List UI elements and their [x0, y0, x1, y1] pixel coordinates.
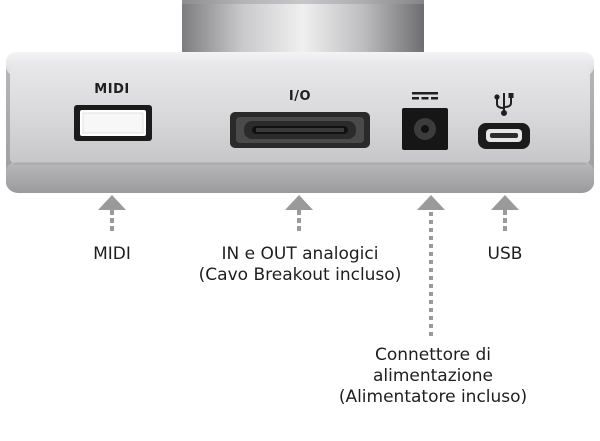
callout-midi: MIDI	[93, 244, 131, 264]
callout-arrows	[98, 195, 519, 336]
volume-knob	[182, 0, 424, 62]
arrow-midi-dash-3	[110, 226, 114, 231]
callout-power-line-3: (Alimentatore incluso)	[338, 387, 528, 407]
callout-usb: USB	[487, 244, 523, 264]
callout-power-line-1: Connettore di	[374, 345, 491, 365]
arrow-io-dash-3	[297, 226, 301, 231]
arrow-io	[285, 195, 313, 210]
io-port	[230, 112, 370, 148]
midi-port-label: MIDI	[94, 82, 130, 97]
arrow-power-dashes	[429, 212, 433, 336]
arrow-midi	[98, 195, 126, 210]
callout-power: Connettore di alimentazione (Alimentator…	[322, 345, 544, 408]
dc-power-symbol-icon	[412, 92, 438, 100]
callout-io-line-1: IN e OUT analogici	[221, 244, 379, 264]
midi-port	[74, 105, 152, 141]
arrow-io-dash-1	[297, 210, 301, 215]
io-port-label: I/O	[288, 89, 312, 104]
arrow-power	[417, 195, 445, 210]
arrow-io-dash-2	[297, 218, 301, 223]
usb-trident-icon	[494, 93, 514, 116]
callout-power-line-2: alimentazione	[372, 366, 494, 386]
callout-io-line-2: (Cavo Breakout incluso)	[198, 265, 402, 285]
power-port	[402, 108, 448, 150]
arrow-usb-dash-3	[503, 226, 507, 231]
arrow-usb-dash-2	[503, 218, 507, 223]
arrow-usb-dash-1	[503, 210, 507, 215]
arrow-midi-dash-1	[110, 210, 114, 215]
arrow-usb	[491, 195, 519, 210]
arrow-midi-dash-2	[110, 218, 114, 223]
callout-io: IN e OUT analogici (Cavo Breakout inclus…	[170, 244, 430, 286]
usb-port	[478, 123, 530, 149]
